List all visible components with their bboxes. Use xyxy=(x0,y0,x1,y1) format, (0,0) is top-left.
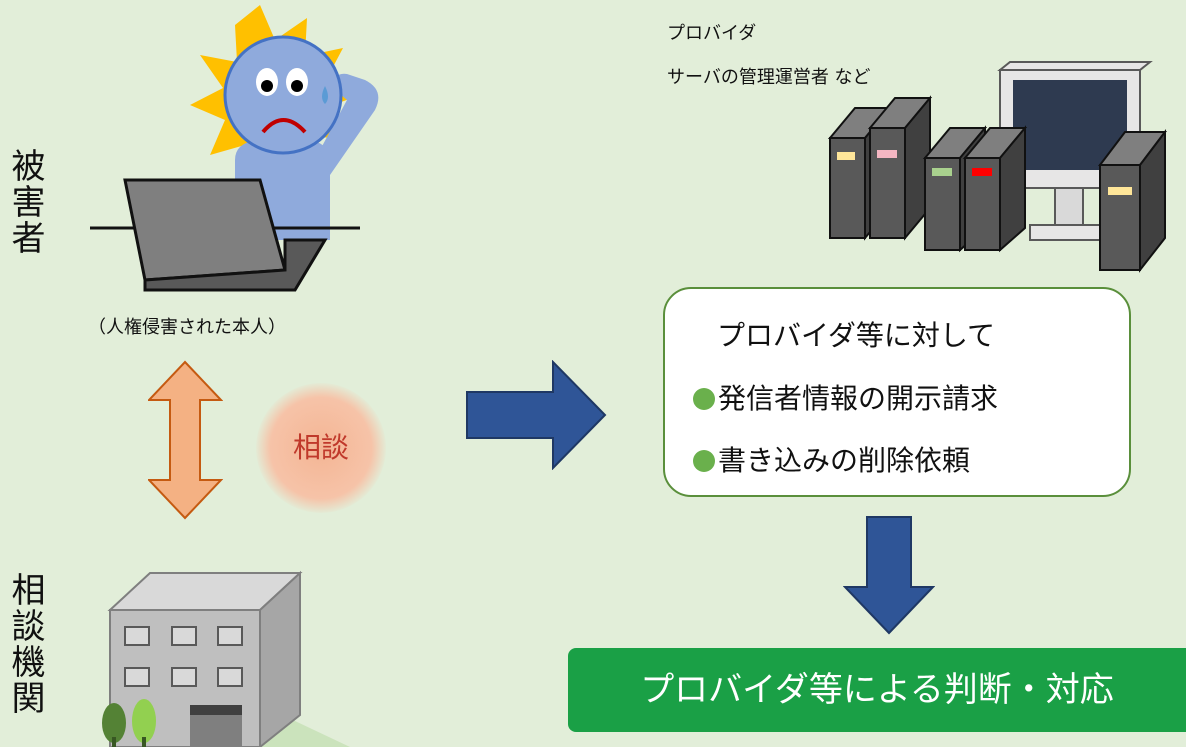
provider-title: プロバイダ xyxy=(667,23,757,44)
consult-double-arrow xyxy=(148,360,223,520)
flow-arrow-right xyxy=(466,360,607,470)
servers-illustration xyxy=(827,61,1168,273)
result-banner: プロバイダ等による判断・対応 xyxy=(568,648,1186,732)
bullet-icon xyxy=(693,450,715,472)
request-box: プロバイダ等に対して 発信者情報の開示請求 書き込みの削除依頼 xyxy=(663,287,1131,497)
request-item: 発信者情報の開示請求 xyxy=(693,377,998,417)
bullet-icon xyxy=(693,388,715,410)
request-item-label: 書き込みの削除依頼 xyxy=(718,444,971,477)
consult-badge xyxy=(256,383,386,513)
request-item-label: 発信者情報の開示請求 xyxy=(718,382,999,415)
agency-label: 相談機関 xyxy=(5,572,45,716)
consult-label: 相談 xyxy=(292,431,349,464)
office-building-illustration xyxy=(102,570,350,747)
provider-subtitle: サーバの管理運営者 など xyxy=(667,67,871,88)
flow-arrow-down xyxy=(843,516,935,635)
request-heading: プロバイダ等に対して xyxy=(717,319,996,352)
request-item: 書き込みの削除依頼 xyxy=(693,439,970,479)
worried-person-illustration xyxy=(90,5,379,292)
victim-label: 被害者 xyxy=(5,148,45,256)
victim-caption: （人権侵害された本人） xyxy=(88,317,286,338)
